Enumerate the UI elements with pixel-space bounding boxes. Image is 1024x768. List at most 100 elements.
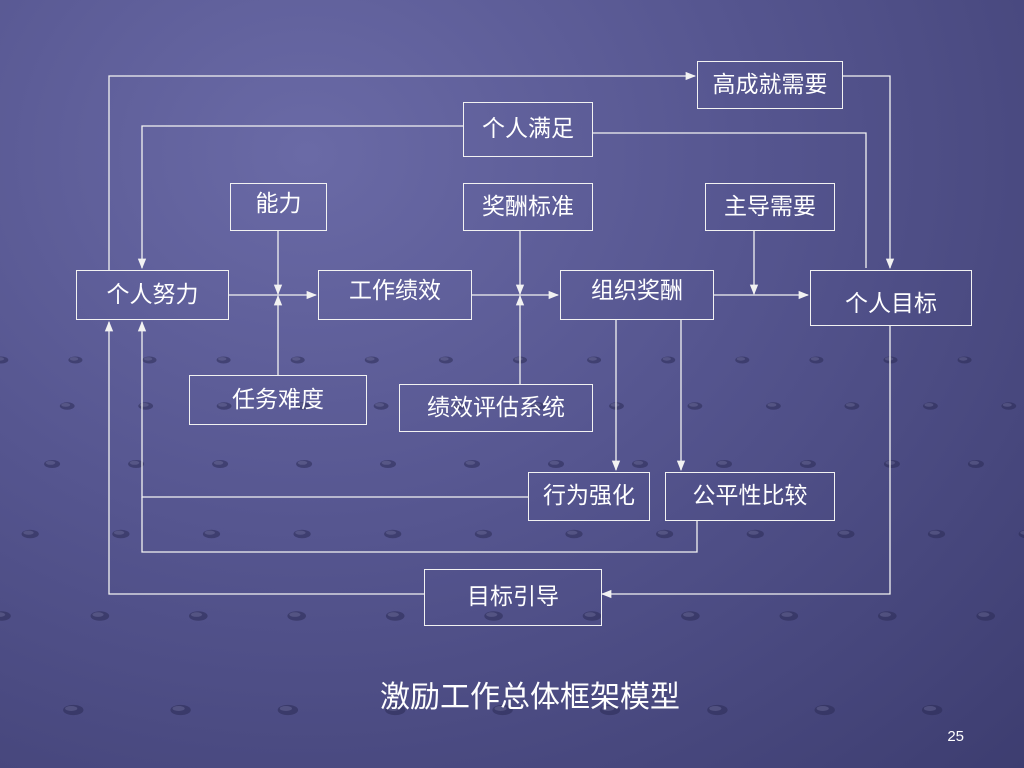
background-dot (295, 402, 310, 410)
background-dot-highlight (657, 530, 669, 535)
background-dot-highlight (924, 403, 934, 407)
background-dot-highlight (816, 706, 829, 711)
background-dot (189, 611, 208, 621)
background-dot-highlight (1002, 403, 1012, 407)
background-dot-highlight (375, 403, 385, 407)
node-goal-guidance: 目标引导 (424, 569, 602, 626)
arrow-satisfaction-to-goal (593, 132, 867, 268)
background-dot-highlight (584, 612, 596, 617)
background-dot-highlight (781, 612, 793, 617)
background-dot (632, 460, 648, 468)
arrow-satisfaction-to-effort (137, 125, 463, 270)
background-dot-highlight (567, 530, 578, 535)
background-dot (921, 704, 943, 716)
background-dot-highlight (969, 460, 980, 465)
background-dot-highlight (61, 403, 71, 407)
background-dot (844, 402, 860, 410)
background-dot-highlight (204, 530, 215, 535)
background-dot-highlight (385, 530, 397, 535)
background-dot-highlight (45, 460, 56, 465)
background-dot-highlight (767, 403, 777, 407)
background-dot (599, 704, 621, 716)
background-dot-highlight (923, 706, 937, 711)
background-dot-highlight (736, 357, 746, 361)
background-dot-highlight (218, 403, 228, 407)
background-dot-highlight (1020, 530, 1024, 535)
background-dot-highlight (929, 530, 940, 535)
background-dot-highlight (440, 357, 449, 361)
background-dot (681, 611, 700, 621)
background-dot (170, 704, 191, 716)
background-dot-highlight (514, 357, 523, 361)
background-dot-highlight (610, 403, 620, 407)
background-dot (484, 611, 503, 621)
background-dot (293, 529, 311, 539)
background-dot (799, 460, 816, 468)
background-dot-highlight (549, 460, 560, 465)
background-dot (474, 529, 492, 539)
background-dot-highlight (465, 460, 476, 465)
background-dot-highlight (279, 706, 292, 711)
background-dot-highlight (113, 530, 125, 535)
background-dot (202, 529, 221, 539)
background-dot-highlight (588, 357, 597, 361)
background-dot-highlight (978, 612, 990, 617)
background-dot-highlight (172, 706, 185, 711)
node-performance-evaluation-system: 绩效评估系统 (399, 384, 593, 432)
background-dot (707, 704, 728, 716)
background-dot (464, 460, 480, 468)
background-dot-highlight (689, 403, 698, 407)
background-dot-highlight (289, 612, 301, 617)
background-dot (565, 529, 583, 539)
background-dot (492, 704, 513, 716)
node-ability: 能力 (230, 183, 327, 231)
background-dot-highlight (295, 530, 306, 535)
arrow-guidance-to-effort (104, 320, 424, 595)
background-dot (59, 402, 75, 410)
background-dot (216, 356, 231, 364)
background-dot (296, 460, 313, 468)
background-dot-highlight (0, 612, 6, 617)
node-personal-satisfaction: 个人满足 (463, 102, 593, 157)
background-dot-highlight (366, 357, 375, 361)
background-dot-highlight (296, 403, 306, 407)
background-dot (530, 402, 546, 410)
background-dot (548, 460, 564, 468)
node-fairness-comparison: 公平性比较 (665, 472, 835, 521)
background-dot (582, 611, 602, 621)
background-dot (142, 356, 157, 364)
node-personal-effort: 个人努力 (76, 270, 229, 320)
background-dot-highlight (190, 612, 203, 617)
background-dot-highlight (213, 460, 224, 465)
background-dot-highlight (839, 530, 850, 535)
background-dot (452, 402, 467, 410)
background-dot (90, 611, 110, 621)
background-dot (364, 356, 379, 364)
background-dot (957, 356, 972, 364)
background-dot (735, 356, 750, 364)
background-dot-highlight (748, 530, 759, 535)
background-dot-highlight (683, 612, 695, 617)
background-dot-highlight (601, 706, 615, 711)
background-dot (438, 356, 453, 364)
page-number: 25 (947, 728, 964, 745)
background-dot (656, 529, 674, 539)
node-behavior-reinforcement: 行为强化 (528, 472, 650, 521)
background-dot (923, 402, 938, 410)
background-dot (385, 611, 405, 621)
background-dot (290, 356, 305, 364)
background-dot (112, 529, 130, 539)
background-dot-highlight (486, 612, 498, 617)
background-dot-highlight (633, 460, 644, 465)
background-dot-highlight (717, 460, 728, 465)
background-dot-highlight (959, 357, 968, 361)
background-dot (21, 529, 39, 539)
background-dot (277, 704, 299, 716)
background-dot-highlight (218, 357, 227, 361)
background-dot (380, 460, 396, 468)
background-dot (373, 402, 389, 410)
background-dot-highlight (709, 706, 722, 711)
background-dot (216, 402, 232, 410)
background-dot (0, 611, 11, 621)
